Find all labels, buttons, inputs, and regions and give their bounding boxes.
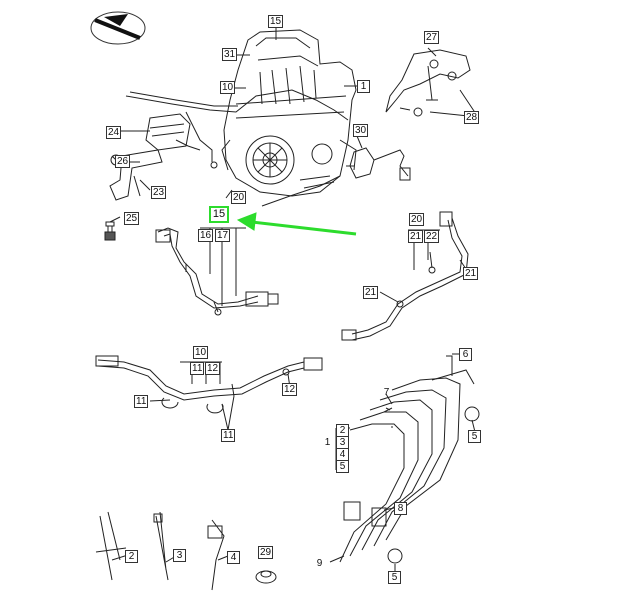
callout-21-bottom: 21 xyxy=(363,286,379,299)
callout-30: 30 xyxy=(353,124,369,137)
engine-illustration xyxy=(221,29,357,197)
callout-11-top: 11 xyxy=(190,362,205,375)
relay-bracket xyxy=(145,113,191,151)
callout-11-bottom: 11 xyxy=(221,429,236,442)
callout-10-top: 10 xyxy=(220,81,236,94)
callout-28: 28 xyxy=(464,111,480,124)
callout-1-top: 1 xyxy=(357,80,370,93)
cable-tie-2 xyxy=(95,511,127,581)
callout-4: 4 xyxy=(227,551,240,564)
callout-15-top: 15 xyxy=(268,15,284,28)
callout-25: 25 xyxy=(124,212,140,225)
callout-2: 2 xyxy=(125,550,138,563)
callout-3: 3 xyxy=(173,549,186,562)
engine-sensor-harness xyxy=(261,175,341,207)
main-harness-line xyxy=(125,89,349,121)
mount-bracket xyxy=(109,149,163,201)
harness-15 xyxy=(155,227,279,316)
clip-4 xyxy=(207,519,225,591)
callout-22: 22 xyxy=(424,230,440,243)
callout-3-fuel: 3 xyxy=(336,436,349,449)
callout-7: 7 xyxy=(383,386,390,398)
callout-11-left: 11 xyxy=(134,395,149,408)
callout-27: 27 xyxy=(424,31,440,44)
fuel-lines xyxy=(339,355,480,564)
cable-tie-3 xyxy=(153,511,169,581)
bolt-25 xyxy=(104,221,116,241)
callout-21-right: 21 xyxy=(463,267,479,280)
highlight-arrow xyxy=(236,212,357,236)
harness-21 xyxy=(341,211,469,341)
callout-5-bottom: 5 xyxy=(388,571,401,584)
callout-20-left: 20 xyxy=(231,191,247,204)
callout-5-fuel: 5 xyxy=(336,460,349,473)
callout-20-right: 20 xyxy=(409,213,425,226)
callout-16: 16 xyxy=(198,229,214,242)
callout-12-right: 12 xyxy=(282,383,298,396)
sensor-30 xyxy=(346,147,411,181)
callout-29: 29 xyxy=(258,546,274,559)
callout-26: 26 xyxy=(115,155,131,168)
callout-21-top: 21 xyxy=(408,230,424,243)
callout-8: 8 xyxy=(394,502,407,515)
callout-6: 6 xyxy=(459,348,472,361)
upper-bracket xyxy=(385,49,471,117)
logo-icon xyxy=(90,11,146,45)
callout-9: 9 xyxy=(316,557,323,569)
callout-31: 31 xyxy=(222,48,238,61)
callout-12-top: 12 xyxy=(205,362,221,375)
callout-15-highlighted[interactable]: 15 xyxy=(209,206,229,223)
callout-24: 24 xyxy=(106,126,122,139)
callout-10: 10 xyxy=(193,346,209,359)
callout-17: 17 xyxy=(215,229,231,242)
callout-1: 1 xyxy=(324,436,331,448)
grommet-29 xyxy=(255,570,277,584)
callout-5-top: 5 xyxy=(468,430,481,443)
callout-23: 23 xyxy=(151,186,167,199)
